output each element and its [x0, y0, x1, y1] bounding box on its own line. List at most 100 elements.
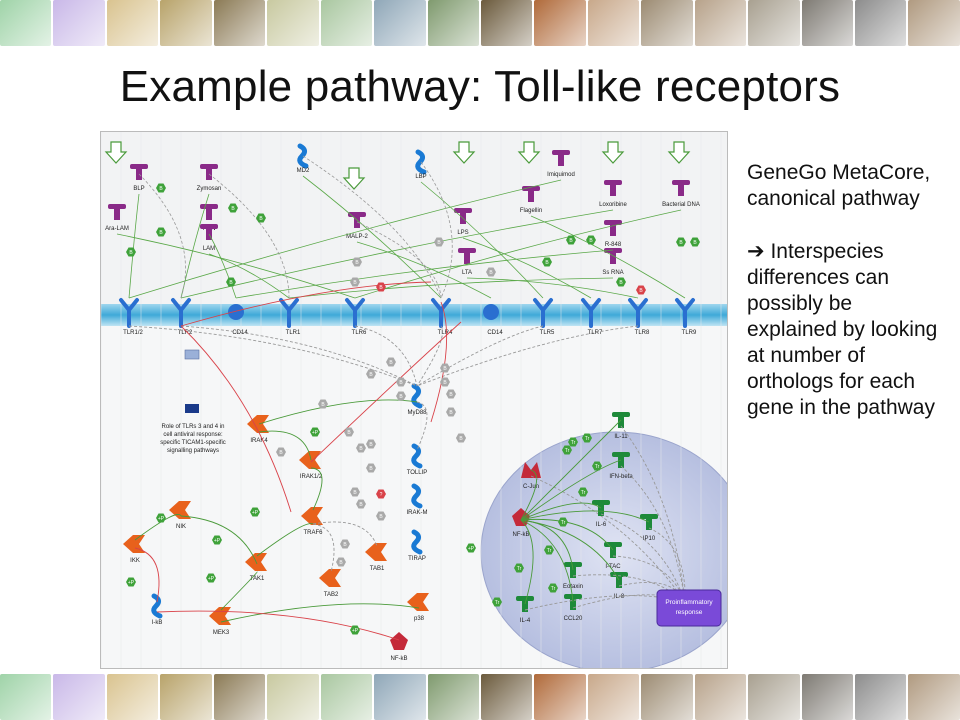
- ligand-icon: [552, 150, 570, 155]
- edge-marker-icon: [542, 257, 552, 267]
- gene-icon: [612, 452, 630, 457]
- receptor-label: TLR5: [540, 330, 555, 336]
- edge-marker-label: B: [353, 280, 357, 286]
- note-label: specific TICAM1-specific: [160, 440, 226, 446]
- edge-marker-icon: [440, 363, 450, 373]
- ligand-label: BLP: [133, 186, 144, 192]
- activation-edge: [354, 209, 682, 299]
- signal-edge: [134, 547, 160, 603]
- activation-edge: [208, 233, 237, 299]
- adaptor-label: IRAK1/2: [300, 474, 323, 480]
- edge-marker-icon: [592, 461, 602, 471]
- edge-marker-label: B: [437, 240, 441, 246]
- transcription-factor-icon: [390, 632, 408, 650]
- adaptor-label: MyD88: [407, 410, 427, 416]
- edge-marker-label: Tr: [551, 586, 556, 592]
- edge-marker-icon: [446, 389, 456, 399]
- signal-edge: [416, 401, 428, 451]
- signal-edge: [156, 610, 400, 641]
- edge-marker-label: B: [693, 240, 697, 246]
- ligand-label: LTA: [462, 270, 472, 276]
- adaptor-label: I-kB: [152, 620, 163, 626]
- signal-edge: [310, 321, 462, 463]
- signal-edge: [416, 325, 544, 387]
- edge-marker-label: B: [339, 560, 343, 566]
- signal-edge: [312, 523, 335, 573]
- stimulus-arrow-icon: [452, 141, 476, 164]
- image-strip-bottom: [0, 674, 960, 720]
- edge-marker-label: B: [343, 542, 347, 548]
- edge-marker-label: B: [589, 238, 593, 244]
- gene-label: C-Jun: [523, 484, 539, 490]
- strip-photo: [855, 674, 907, 720]
- complex-icon: [184, 349, 200, 360]
- adaptor-label: p38: [414, 616, 425, 622]
- stimulus-arrow-icon: [342, 167, 366, 190]
- edge-marker-label: B: [359, 502, 363, 508]
- edge-marker-icon: [350, 277, 360, 287]
- kinase-icon: [407, 593, 429, 611]
- ligand-label: Imiquimod: [547, 172, 575, 178]
- adaptor-label: MEK3: [213, 630, 230, 636]
- side-text-note: ➔ Interspecies differences can possibly …: [747, 238, 947, 421]
- edge-marker-label: B: [569, 238, 573, 244]
- edge-marker-label: B: [231, 206, 235, 212]
- complex-icon: [185, 404, 199, 413]
- strip-photo: [694, 0, 747, 46]
- gene-icon: [610, 546, 616, 558]
- kinase-icon: [299, 451, 321, 469]
- extracellular-area: [101, 132, 727, 304]
- edge-marker-icon: [466, 543, 476, 553]
- transcription-edge: [520, 519, 574, 603]
- slide-title: Example pathway: Toll-like receptors: [119, 62, 841, 111]
- transcription-edge: [520, 419, 622, 521]
- activation-edge: [235, 249, 614, 299]
- edge-marker-icon: [310, 427, 320, 437]
- note-label: Role of TLRs 3 and 4 in: [162, 424, 225, 430]
- edge-marker-icon: [226, 277, 236, 287]
- edge-marker-label: +P: [312, 430, 319, 436]
- receptor-label: TLR4: [438, 330, 453, 336]
- strip-photo: [53, 0, 105, 46]
- activation-edge: [128, 179, 562, 299]
- edge-marker-icon: [548, 583, 558, 593]
- ligand-icon: [558, 154, 564, 166]
- strip-photo: [908, 674, 960, 720]
- gene-icon: [618, 416, 624, 428]
- edge-marker-label: B: [369, 466, 373, 472]
- edge-marker-label: +P: [468, 546, 475, 552]
- strip-photo: [480, 674, 533, 720]
- strip-photo: [374, 0, 426, 46]
- edge-marker-label: B: [369, 372, 373, 378]
- edge-marker-icon: [156, 513, 166, 523]
- edge-marker-icon: [486, 267, 496, 277]
- binding-edge: [356, 221, 442, 299]
- protein-icon: [415, 149, 427, 175]
- receptor-icon: [171, 298, 191, 328]
- edge-marker-icon: [562, 445, 572, 455]
- gene-icon: [564, 562, 582, 567]
- binding-edge: [420, 161, 453, 299]
- edge-marker-label: Tr: [547, 548, 552, 554]
- gene-icon: [612, 412, 630, 417]
- strip-photo: [320, 674, 373, 720]
- ligand-icon: [610, 252, 616, 264]
- activation-edge: [180, 209, 614, 299]
- side-text: GeneGo MetaCore, canonical pathway ➔ Int…: [747, 160, 947, 421]
- protein-icon: [411, 443, 423, 469]
- ligand-label: Loxoribine: [599, 202, 627, 208]
- stimulus-arrow-icon: [601, 141, 625, 164]
- stimulus-arrow-icon: [104, 141, 128, 164]
- edge-marker-icon: [492, 597, 502, 607]
- ligand-label: R-848: [605, 242, 622, 248]
- edge-marker-icon: [456, 433, 466, 443]
- edge-marker-icon: [126, 577, 136, 587]
- receptor-icon: [581, 298, 601, 328]
- gene-icon: [598, 504, 604, 516]
- protein-icon: [151, 593, 163, 619]
- edge-marker-label: B: [639, 288, 643, 294]
- gene-icon: [522, 600, 528, 612]
- edge-marker-icon: [126, 247, 136, 257]
- edge-marker-label: B: [359, 446, 363, 452]
- strip-photo: [748, 0, 800, 46]
